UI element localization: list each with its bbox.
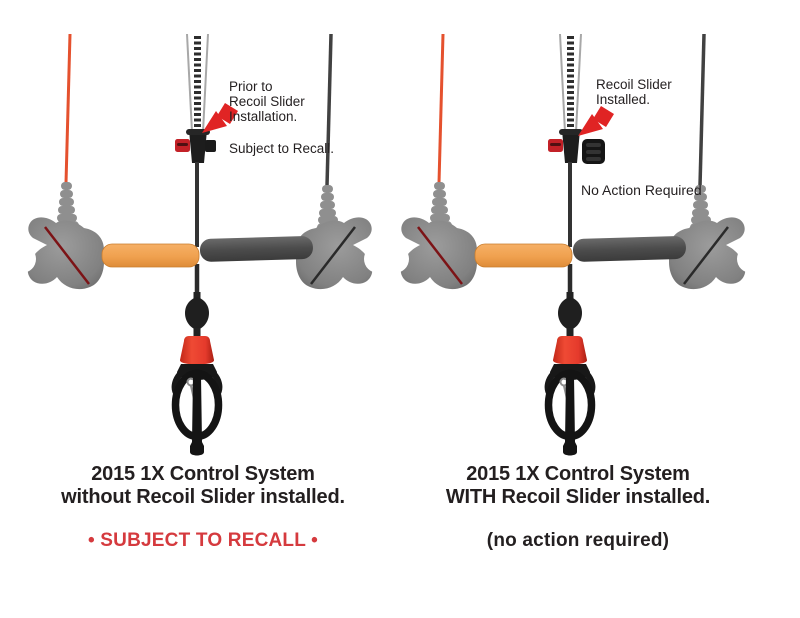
annotation-line: Recoil Slider: [229, 94, 305, 109]
right-caption: 2015 1X Control System WITH Recoil Slide…: [433, 463, 723, 509]
right-status-ok: (no action required): [486, 530, 670, 551]
right-annotation-note: No Action Required: [581, 182, 702, 198]
recoil-slider: [582, 139, 605, 164]
caption-line: 2015 1X Control System: [466, 463, 690, 485]
left-control-system: [8, 34, 392, 456]
caption-line: without Recoil Slider installed.: [61, 486, 345, 508]
left-status-recall: • SUBJECT TO RECALL •: [87, 530, 319, 551]
caption-line: 2015 1X Control System: [91, 463, 315, 485]
left-annotation: Prior to Recoil Slider Installation.: [229, 79, 305, 124]
caption-line: WITH Recoil Slider installed.: [445, 486, 711, 508]
left-caption: 2015 1X Control System without Recoil Sl…: [58, 463, 348, 509]
red-arrow-icon: [578, 106, 614, 136]
annotation-line: Prior to: [229, 79, 273, 94]
annotation-line: Installed.: [596, 92, 651, 107]
annotation-line: Recoil Slider: [596, 77, 672, 92]
right-control-system: [381, 34, 765, 456]
annotation-line: Installation.: [229, 109, 298, 124]
left-annotation-note: Subject to Recall.: [229, 141, 335, 156]
stopper-side-piece: [205, 140, 216, 152]
right-annotation: Recoil Slider Installed.: [596, 77, 672, 107]
